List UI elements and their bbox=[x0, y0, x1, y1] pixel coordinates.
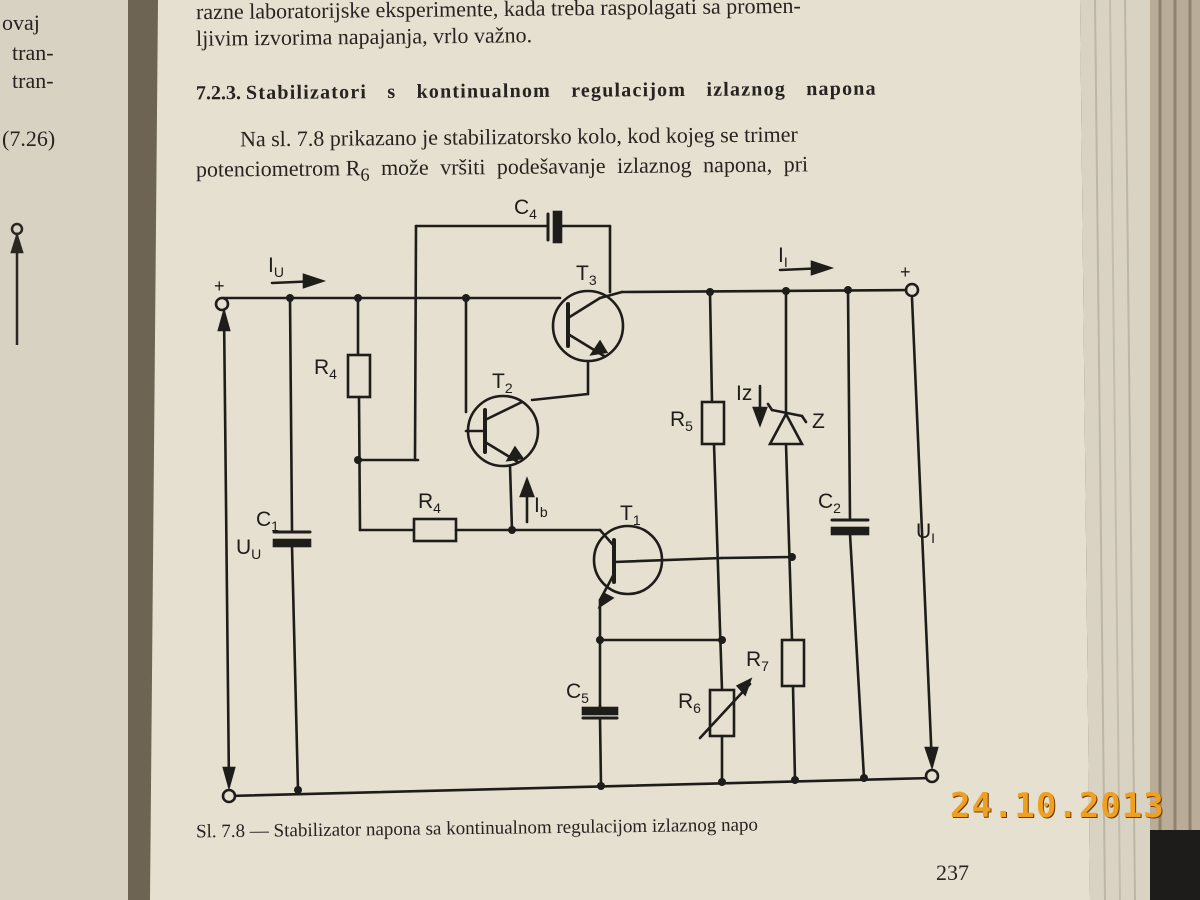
output-terminal-top bbox=[904, 282, 920, 298]
label-c4: C4 bbox=[514, 196, 537, 223]
paragraph-fragment: može vršiti podešavanje izlaznog napona,… bbox=[369, 151, 809, 181]
label-r5: R5 bbox=[670, 408, 693, 435]
label-r6: R6 bbox=[678, 690, 701, 717]
dark-corner bbox=[1150, 830, 1200, 900]
left-page-fragment: tran- bbox=[12, 40, 54, 65]
cloth-weave bbox=[1158, 0, 1192, 830]
label-iu: IU bbox=[268, 254, 284, 281]
section-heading: 7.2.3. Stabilizatori s kontinualnom regu… bbox=[196, 78, 877, 106]
junctions bbox=[286, 286, 868, 794]
label-t3: T3 bbox=[576, 262, 597, 289]
left-page-schematic bbox=[10, 222, 24, 345]
label-r7: R7 bbox=[746, 648, 769, 675]
circuit bbox=[214, 210, 940, 804]
label-iz: Iz bbox=[736, 382, 753, 405]
input-terminal-bottom bbox=[221, 788, 237, 804]
section-title: Stabilizatori s kontinualnom regulacijom… bbox=[245, 77, 877, 105]
label-ib: Ib bbox=[534, 494, 548, 521]
body-text-line: ljivim izvorima napajanja, vrlo važno. bbox=[195, 22, 533, 51]
label-uu: UU bbox=[236, 536, 262, 563]
paragraph-subscript: 6 bbox=[360, 164, 370, 185]
left-page-fragment: (7.26) bbox=[2, 126, 56, 151]
label-r4-vertical: R4 bbox=[314, 356, 337, 383]
top-rail-right bbox=[620, 288, 914, 294]
label-c2: C2 bbox=[818, 490, 841, 517]
label-r4-horizontal: R4 bbox=[418, 490, 441, 517]
label-c5: C5 bbox=[566, 680, 589, 707]
section-number: 7.2.3. bbox=[195, 82, 242, 105]
label-plus-in: + bbox=[214, 276, 225, 296]
label-t2: T2 bbox=[492, 370, 513, 397]
output-terminal-bottom bbox=[924, 768, 940, 784]
label-ui: UI bbox=[916, 520, 936, 547]
page-edge-line bbox=[1109, 0, 1121, 900]
label-plus-out: + bbox=[900, 262, 911, 282]
camera-date-stamp: 24.10.2013 bbox=[950, 786, 1165, 826]
left-page-fragment: ovaj bbox=[2, 10, 40, 35]
paragraph-fragment: potenciometrom R bbox=[195, 155, 361, 182]
label-z: Z bbox=[812, 410, 825, 433]
left-page bbox=[0, 0, 140, 900]
left-page-fragment: tran- bbox=[12, 68, 54, 93]
label-c1: C1 bbox=[256, 508, 279, 535]
page-number: 237 bbox=[936, 860, 969, 885]
input-terminal-top bbox=[214, 296, 230, 312]
label-ii: II bbox=[778, 244, 788, 271]
page-edges bbox=[1080, 0, 1160, 900]
paragraph-line: potenciometrom R6 može vršiti podešavanj… bbox=[196, 149, 808, 191]
page-edge-line bbox=[1094, 0, 1106, 900]
right-page bbox=[150, 0, 1090, 900]
bottom-rail bbox=[226, 776, 934, 798]
page-edge-line bbox=[1124, 0, 1136, 900]
label-t1: T1 bbox=[620, 502, 641, 529]
